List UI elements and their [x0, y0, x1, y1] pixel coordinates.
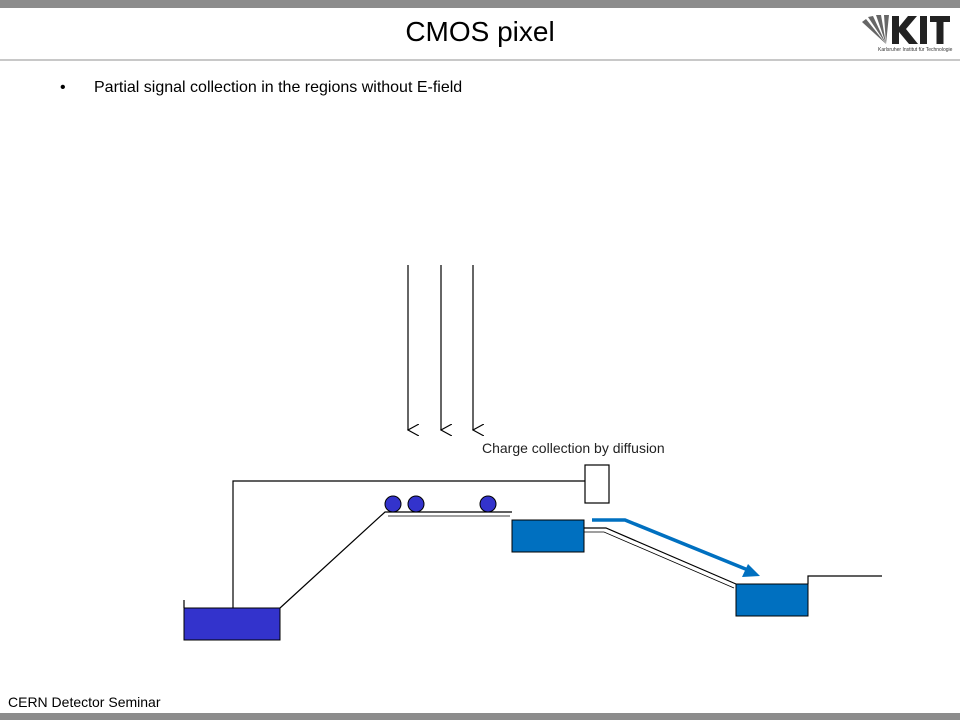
potential-profile-edge: [388, 515, 735, 589]
charge: [479, 495, 497, 513]
footer-text: CERN Detector Seminar: [8, 694, 161, 710]
bullet-marker: •: [60, 79, 66, 96]
diffusion-arrowhead: [742, 564, 760, 577]
left-well: [183, 607, 281, 641]
particle-arrows: [408, 265, 473, 430]
kit-logo: Karlsruher Institut für Technologie: [856, 14, 952, 58]
charge: [384, 495, 402, 513]
right-well: [735, 583, 809, 617]
kit-logo-icon: [862, 15, 950, 44]
bullet-item: • Partial signal collection in the regio…: [60, 78, 462, 98]
top-bar: [0, 0, 960, 8]
diffusion-label: Charge collection by diffusion: [482, 440, 665, 456]
bullet-text: Partial signal collection in the regions…: [94, 79, 463, 96]
bottom-bar: [0, 713, 960, 720]
diffusion-arrow: [592, 518, 749, 572]
readout-electrode: [584, 464, 610, 504]
charge: [407, 495, 425, 513]
title-rule: [0, 59, 960, 61]
middle-well: [511, 519, 585, 553]
slide-title: CMOS pixel: [405, 16, 555, 47]
potential-profile: [183, 511, 882, 609]
logo-subtitle: Karlsruher Institut für Technologie: [878, 47, 953, 53]
readout-wire: [232, 480, 586, 608]
